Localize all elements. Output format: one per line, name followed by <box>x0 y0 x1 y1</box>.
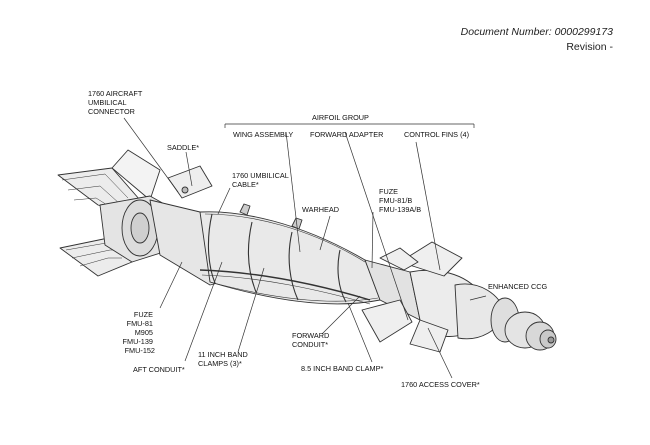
label-control-fins: CONTROL FINS (4) <box>404 130 469 139</box>
label-enhanced-ccg: ENHANCED CCG <box>488 282 548 291</box>
labels: 1760 AIRCRAFT UMBILICAL CONNECTOR AIRFOI… <box>88 89 548 389</box>
label-aft-conduit: AFT CONDUIT* <box>133 365 185 374</box>
label-aircraft-umbilical-connector: 1760 AIRCRAFT UMBILICAL CONNECTOR <box>88 89 144 116</box>
label-band-clamp-85: 8.5 INCH BAND CLAMP* <box>301 364 383 373</box>
label-warhead: WARHEAD <box>302 205 339 214</box>
revision-label: Revision - <box>566 41 613 53</box>
label-wing-assembly: WING ASSEMBLY <box>233 130 293 139</box>
label-fuze-rear: FUZE FMU-81 M905 FMU-139 FMU-152 <box>123 310 155 355</box>
label-access-cover: 1760 ACCESS COVER* <box>401 380 480 389</box>
control-fins <box>361 241 463 353</box>
label-saddle: SADDLE* <box>167 143 199 152</box>
label-fuze-front: FUZE FMU-81/B FMU-139A/B <box>379 187 421 214</box>
label-forward-conduit: FORWARD CONDUIT* <box>292 331 331 349</box>
weapon-drawing <box>57 149 557 353</box>
label-band-clamps-11: 11 INCH BAND CLAMPS (3)* <box>198 350 250 368</box>
document-number: Document Number: 0000299173 <box>460 26 613 38</box>
bomb-body <box>149 199 481 337</box>
label-forward-adapter: FORWARD ADAPTER <box>310 130 383 139</box>
label-airfoil-group: AIRFOIL GROUP <box>312 113 369 122</box>
label-umbilical-cable: 1760 UMBILICAL CABLE* <box>232 171 291 189</box>
enhanced-ccg <box>454 283 557 351</box>
leader-lines <box>123 117 487 379</box>
